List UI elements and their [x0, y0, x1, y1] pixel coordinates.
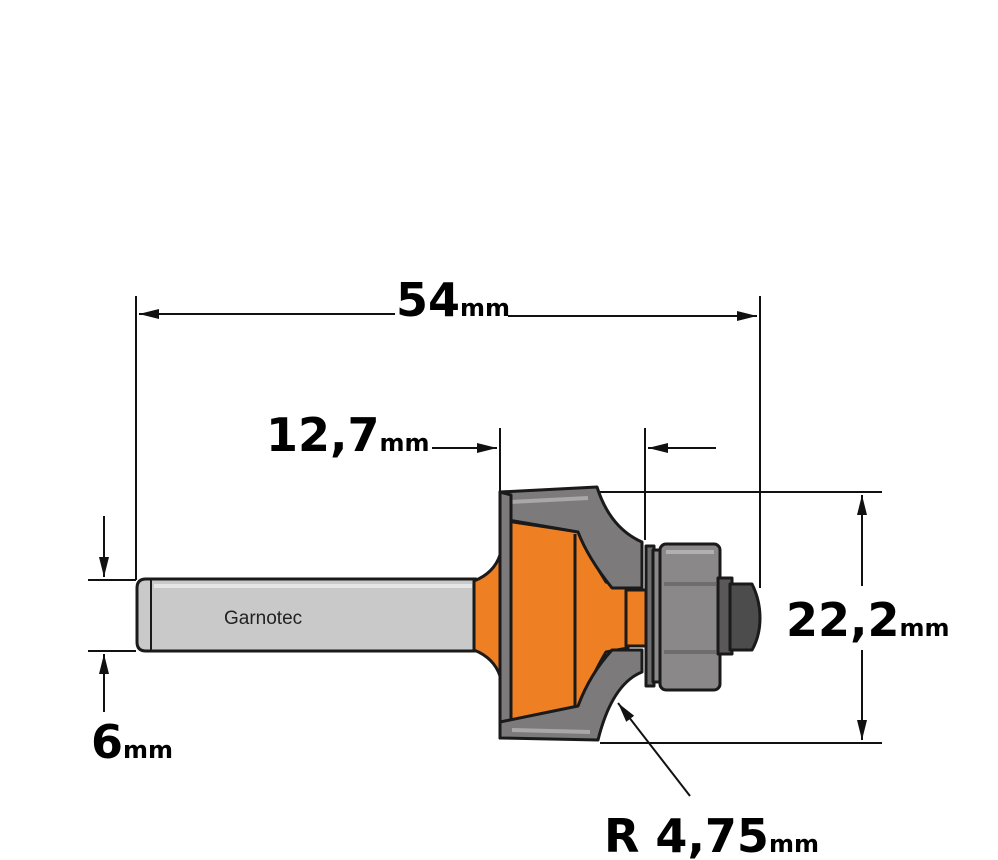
bearing-groove-top: [664, 582, 716, 586]
bearing-ring: [658, 542, 722, 692]
carbide-bottom-highlight: [511, 728, 591, 734]
radius-dimension: R 4,75mm: [604, 702, 819, 860]
radius-label: R 4,75mm: [604, 809, 819, 860]
radius-leader-arrow: [617, 702, 691, 797]
overall-length-label: 54mm: [396, 273, 510, 327]
bearing-screw: [716, 576, 762, 656]
screw-head: [728, 582, 762, 652]
carbide-top-profile: [498, 485, 644, 590]
cutting-diameter-label: 22,2mm: [786, 593, 950, 647]
shank-body: [135, 577, 478, 653]
bearing-groove-bottom: [664, 650, 716, 654]
shank-diameter-dimension: 6mm: [88, 516, 173, 769]
carbide-top-highlight: [509, 496, 589, 504]
shank-diameter-label: 6mm: [91, 715, 173, 769]
cutter-neck: [472, 553, 502, 678]
brand-engraving: Garnotec: [224, 608, 302, 629]
carbide-blade: [498, 485, 644, 742]
cutting-height-label: 12,7mm: [266, 408, 430, 462]
carbide-side-strip: [498, 490, 513, 740]
shank: Garnotec: [135, 577, 478, 653]
bearing: [658, 542, 722, 692]
cutting-diameter-dimension: 22,2mm: [600, 491, 950, 744]
cutting-height-dimension: 12,7mm: [266, 408, 716, 540]
carbide-bottom-profile: [498, 648, 644, 742]
overall-length-dimension: 54mm: [135, 273, 761, 588]
cutter-body: [472, 518, 650, 726]
